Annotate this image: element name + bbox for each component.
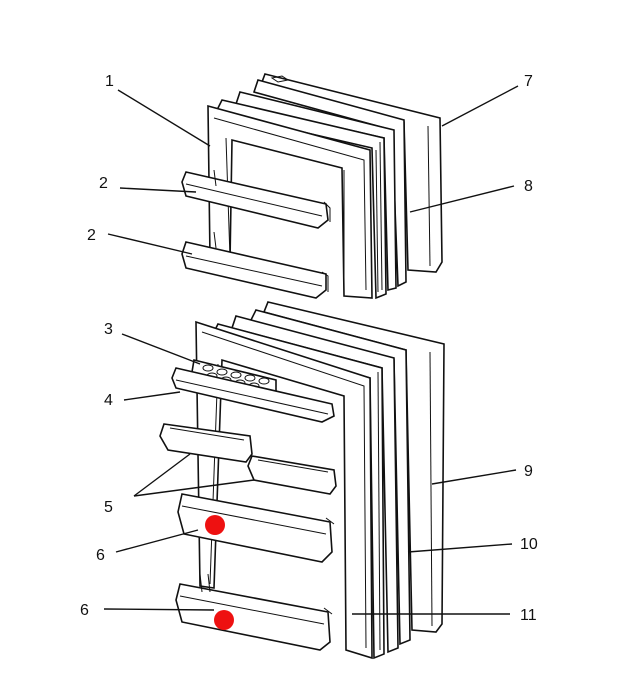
upper-door-assembly (181, 73, 443, 300)
callout-3: 3 (104, 321, 113, 338)
bottle-shelf-lower (175, 583, 333, 651)
bottle-shelf-upper (177, 493, 335, 563)
callout-11: 11 (520, 607, 537, 624)
small-bin-left (159, 423, 253, 463)
egg-tray (191, 359, 277, 394)
callout-8: 8 (524, 178, 533, 195)
callout-9: 9 (524, 463, 533, 480)
upper-door-shelf-2 (181, 241, 329, 299)
egg-shelf (171, 367, 335, 423)
leader-lines (103, 85, 519, 615)
highlight-marker-lower (214, 610, 234, 630)
lower-inner-door-liner (195, 320, 373, 660)
callout-2-lower: 2 (87, 227, 96, 244)
callout-2-upper: 2 (99, 175, 108, 192)
highlight-marker-upper (205, 515, 225, 535)
callout-1: 1 (105, 73, 114, 90)
callout-6-upper: 6 (96, 547, 105, 564)
upper-door-shelf-1 (181, 171, 331, 229)
lower-door-assembly (159, 301, 445, 660)
small-bin-right (247, 455, 337, 495)
callout-5: 5 (104, 499, 113, 516)
callout-6-lower: 6 (80, 602, 89, 619)
callout-10: 10 (520, 536, 538, 553)
callout-4: 4 (104, 392, 113, 409)
callout-7: 7 (524, 73, 533, 90)
callout-labels: 1 2 2 3 4 5 6 6 7 8 9 10 11 (80, 73, 538, 624)
